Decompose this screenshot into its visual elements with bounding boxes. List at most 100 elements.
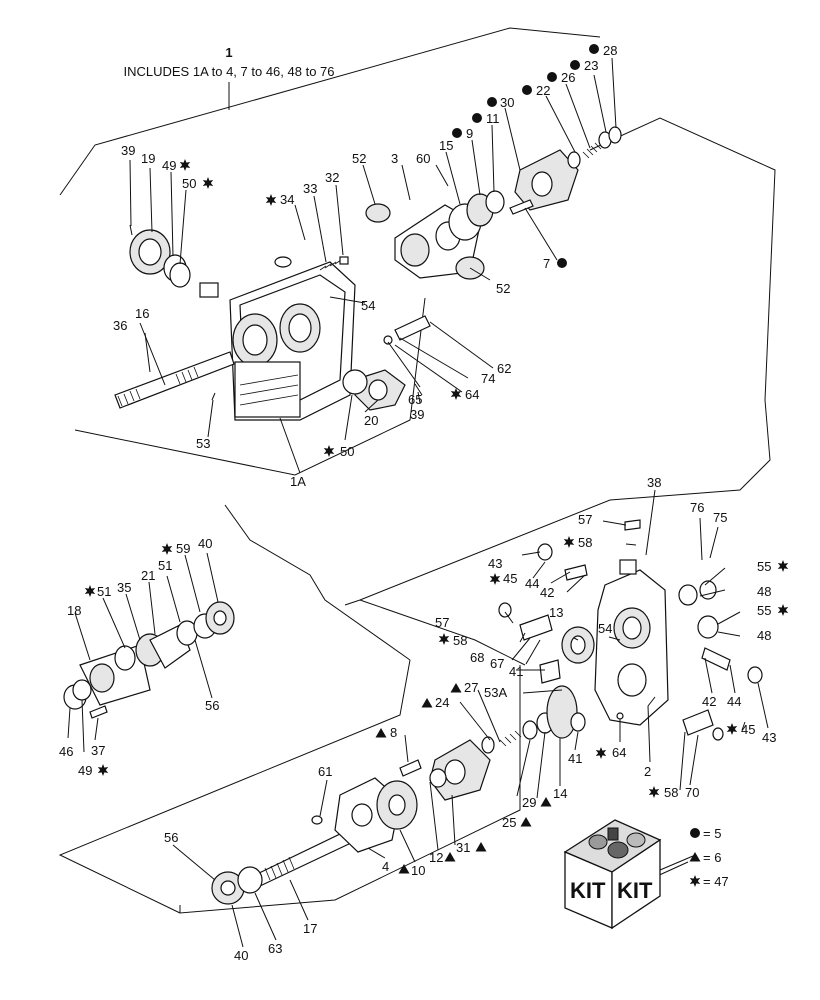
part-label: 45 [741, 722, 755, 737]
part-label: 65 [408, 392, 422, 407]
circle-marker-icon [557, 258, 567, 268]
part-label: 10 [411, 863, 425, 878]
part-label: 54 [361, 298, 375, 313]
triangle-marker-icon [444, 852, 456, 862]
part-label: 18 [67, 603, 81, 618]
part-label: 34 [280, 192, 294, 207]
part-label: 27 [464, 680, 478, 695]
assembly-number: 1 [225, 45, 232, 60]
part-label: 46 [59, 744, 73, 759]
part-label: 68 [470, 650, 484, 665]
part-label: 60 [416, 151, 430, 166]
part-label: 39 [121, 143, 135, 158]
part-label: 51 [158, 558, 172, 573]
part-label: 57 [578, 512, 592, 527]
part-label: 35 [117, 580, 131, 595]
leader-lines [67, 57, 769, 948]
part-label: 39 [410, 407, 424, 422]
part-label: 55 [757, 603, 771, 618]
part-label: 48 [757, 584, 771, 599]
part-label: 63 [268, 941, 282, 956]
part-label: 9 [466, 126, 473, 141]
part-label: 41 [509, 664, 523, 679]
part-label: 41 [568, 751, 582, 766]
legend-triangle-entry: = 6 [703, 850, 721, 865]
part-label: 51 [97, 584, 111, 599]
part-label: 49 [162, 158, 176, 173]
star-marker-icon [202, 177, 214, 189]
kit-label-left: KIT [570, 878, 606, 903]
star-marker-icon [648, 786, 660, 798]
triangle-marker-icon [450, 683, 462, 693]
part-label: 64 [465, 387, 479, 402]
part-label: 4 [382, 859, 389, 874]
circle-marker-icon [522, 85, 532, 95]
part-label: 52 [352, 151, 366, 166]
star-legend-icon [689, 875, 701, 887]
star-marker-icon [563, 536, 575, 548]
part-label: 58 [578, 535, 592, 550]
part-label: 40 [234, 948, 248, 963]
legend-star-entry: = 47 [703, 874, 729, 889]
part-label: 64 [612, 745, 626, 760]
kit-box-icon: KIT KIT [563, 819, 662, 930]
circle-marker-icon [472, 113, 482, 123]
circle-marker-icon [487, 97, 497, 107]
circle-legend-icon [690, 828, 700, 838]
part-label: 44 [525, 576, 539, 591]
part-label: 38 [647, 475, 661, 490]
group-outline [58, 27, 776, 914]
star-marker-icon [323, 445, 335, 457]
upper-housing-assembly [114, 126, 622, 421]
part-label: 17 [303, 921, 317, 936]
triangle-marker-icon [475, 842, 487, 852]
part-label: 25 [502, 815, 516, 830]
assembly-header: 1 INCLUDES 1A to 4, 7 to 46, 48 to 76 [123, 45, 334, 79]
part-label: 43 [488, 556, 502, 571]
part-label: 53A [484, 685, 507, 700]
part-label: 45 [503, 571, 517, 586]
circle-marker-icon [452, 128, 462, 138]
part-label: 26 [561, 70, 575, 85]
part-label: 13 [549, 605, 563, 620]
part-label: 42 [540, 585, 554, 600]
part-label: 28 [603, 43, 617, 58]
part-label: 50 [182, 176, 196, 191]
part-label: 36 [113, 318, 127, 333]
part-label: 54 [598, 621, 612, 636]
charge-pump-assembly [63, 601, 235, 719]
part-labels: 28 23 26 22 30 11 9 60 15 3 52 52 7 39 1… [59, 43, 789, 963]
kit-label-right: KIT [617, 878, 653, 903]
star-marker-icon [595, 747, 607, 759]
part-label: 58 [664, 785, 678, 800]
part-label: 24 [435, 695, 449, 710]
triangle-marker-icon [540, 797, 552, 807]
part-label: 12 [429, 850, 443, 865]
triangle-marker-icon [421, 698, 433, 708]
star-marker-icon [97, 764, 109, 776]
part-label: 8 [390, 725, 397, 740]
part-label: 1A [290, 474, 306, 489]
triangle-marker-icon [520, 817, 532, 827]
part-label: 55 [757, 559, 771, 574]
part-label: 48 [757, 628, 771, 643]
part-label: 56 [205, 698, 219, 713]
part-label: 14 [553, 786, 567, 801]
star-marker-icon [489, 573, 501, 585]
part-label: 52 [496, 281, 510, 296]
circle-marker-icon [547, 72, 557, 82]
part-label: 11 [486, 111, 500, 126]
part-label: 62 [497, 361, 511, 376]
star-marker-icon [179, 159, 191, 171]
part-label: 32 [325, 170, 339, 185]
legend-circle-entry: = 5 [703, 826, 721, 841]
part-label: 76 [690, 500, 704, 515]
end-cap-assembly [498, 519, 763, 741]
part-label: 31 [456, 840, 470, 855]
circle-marker-icon [570, 60, 580, 70]
part-label: 7 [543, 256, 550, 271]
part-label: 67 [490, 656, 504, 671]
part-label: 70 [685, 785, 699, 800]
part-label: 58 [453, 633, 467, 648]
